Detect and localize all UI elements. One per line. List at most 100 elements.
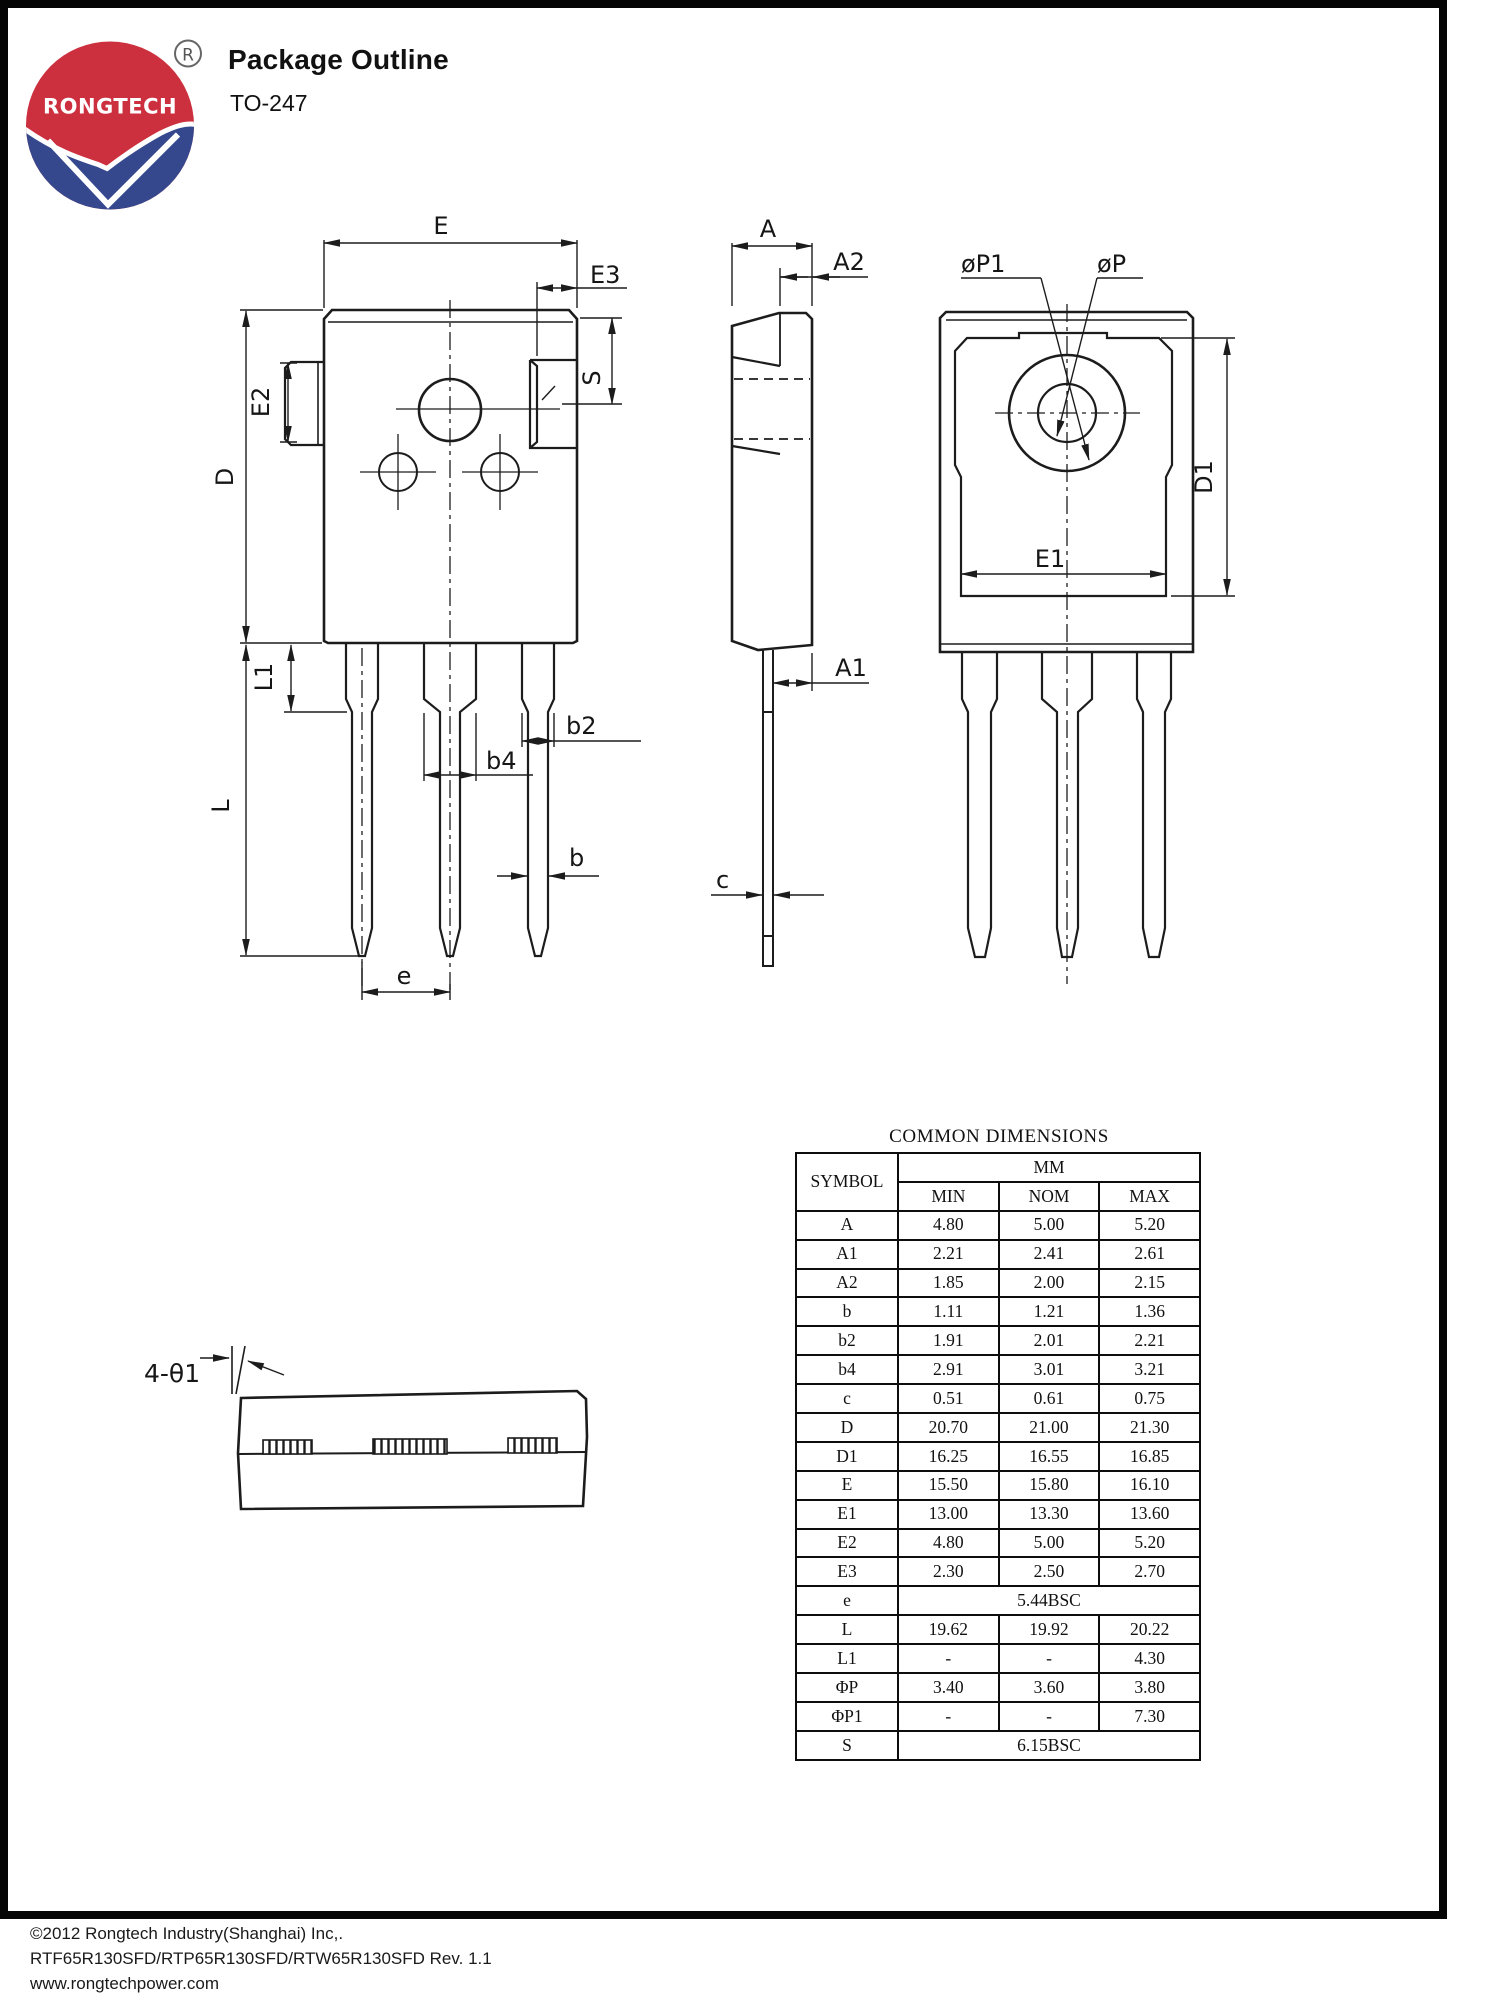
- rongtech-logo-icon: RONGTECH R: [26, 39, 202, 210]
- side-body-outline: [730, 311, 814, 652]
- symbol-cell: A: [795, 1209, 899, 1241]
- dim-label-c: c: [716, 866, 729, 894]
- min-cell: 0.51: [897, 1383, 1000, 1415]
- back-view: øP1 øP D1 E1: [938, 250, 1235, 984]
- dim-label-b: b: [569, 844, 584, 872]
- back-leg-3: [1135, 652, 1173, 959]
- symbol-cell: E2: [795, 1527, 899, 1559]
- page-border-frame: [0, 0, 1447, 1919]
- nom-cell: 5.00: [997, 1527, 1101, 1559]
- side-view: A A2 A1 c: [711, 215, 869, 967]
- copyright-line: ©2012 Rongtech Industry(Shanghai) Inc,.: [30, 1924, 344, 1943]
- min-cell: 1.85: [897, 1267, 1000, 1299]
- col-header-nom: NOM: [997, 1180, 1101, 1212]
- min-cell: 4.80: [897, 1527, 1000, 1559]
- nom-cell: 5.00: [997, 1209, 1101, 1241]
- back-leg-1: [960, 652, 999, 959]
- front-body-outline: [322, 308, 579, 645]
- symbol-cell: L: [795, 1614, 899, 1646]
- nom-cell: -: [997, 1643, 1101, 1675]
- col-header-max: MAX: [1098, 1180, 1201, 1212]
- symbol-cell: e: [795, 1585, 899, 1617]
- dim-label-E: E: [433, 212, 448, 240]
- dim-label-L1: L1: [250, 663, 278, 692]
- max-cell: 13.60: [1098, 1498, 1201, 1530]
- nom-cell: 2.00: [997, 1267, 1101, 1299]
- min-cell: -: [897, 1700, 1000, 1732]
- dim-label-E1: E1: [1035, 545, 1065, 573]
- symbol-cell: ΦP: [795, 1672, 899, 1703]
- table-subheader-row: MIN NOM MAX: [796, 1180, 1201, 1212]
- front-leg-3: [520, 643, 556, 958]
- table-row: L1--4.30: [795, 1643, 1201, 1675]
- bottom-lead-2: [372, 1438, 448, 1455]
- min-cell: 4.80: [897, 1209, 1000, 1241]
- symbol-cell: c: [795, 1383, 899, 1415]
- nom-cell: 2.41: [997, 1238, 1101, 1270]
- symbol-cell: D1: [795, 1440, 899, 1472]
- symbol-cell: b: [795, 1296, 899, 1328]
- max-cell: 2.15: [1098, 1267, 1201, 1299]
- dim-label-E3: E3: [590, 261, 620, 289]
- dim-label-P1: øP1: [961, 250, 1005, 278]
- col-header-min: MIN: [897, 1180, 1000, 1212]
- symbol-cell: D: [795, 1412, 899, 1443]
- max-cell: 1.36: [1098, 1296, 1201, 1328]
- nom-cell: 2.50: [997, 1556, 1101, 1588]
- dim-label-b2: b2: [566, 712, 597, 740]
- symbol-cell: b2: [795, 1325, 899, 1357]
- dim-label-P: øP: [1097, 250, 1126, 278]
- nom-cell: 0.61: [997, 1383, 1101, 1415]
- registered-trademark-letter: R: [182, 46, 194, 66]
- bottom-body-outline: [236, 1389, 589, 1511]
- dim-label-D: D: [211, 468, 239, 486]
- max-cell: 5.20: [1098, 1527, 1201, 1559]
- dim-label-A: A: [760, 215, 777, 243]
- logo-wordmark: RONGTECH: [43, 95, 177, 119]
- back-inner-outline: [953, 331, 1174, 598]
- nom-cell: 16.55: [997, 1440, 1101, 1472]
- nom-cell: 3.60: [997, 1672, 1101, 1703]
- symbol-cell: E1: [795, 1498, 899, 1530]
- max-cell: 16.85: [1098, 1440, 1201, 1472]
- symbol-cell: A1: [795, 1238, 899, 1270]
- package-name: TO-247: [230, 90, 308, 116]
- min-cell: 15.50: [897, 1469, 1000, 1501]
- nom-cell: 15.80: [997, 1469, 1101, 1501]
- min-cell: 2.21: [897, 1238, 1000, 1270]
- dim-label-draft-angle: 4-θ1: [144, 1359, 200, 1388]
- nom-cell: 13.30: [997, 1498, 1101, 1530]
- dim-label-e: e: [397, 962, 412, 990]
- span-cell: 6.15BSC: [897, 1729, 1201, 1761]
- back-leg-2: [1040, 652, 1094, 959]
- max-cell: 20.22: [1098, 1614, 1201, 1646]
- bottom-lead-3: [507, 1437, 558, 1454]
- front-view: E E3 S E2 D L L1: [207, 212, 641, 1000]
- min-cell: 2.30: [897, 1556, 1000, 1588]
- min-cell: 3.40: [897, 1672, 1000, 1703]
- dim-label-L: L: [207, 799, 235, 813]
- min-cell: 16.25: [897, 1440, 1000, 1472]
- dimensions-table-section: COMMON DIMENSIONS SYMBOL MM MIN NOM MAX …: [795, 1126, 1203, 1761]
- nom-cell: 1.21: [997, 1296, 1101, 1328]
- dim-label-E2: E2: [247, 387, 275, 417]
- part-numbers-line: RTF65R130SFD/RTP65R130SFD/RTW65R130SFD R…: [30, 1949, 492, 1968]
- table-header-row: SYMBOL MM: [795, 1152, 1201, 1212]
